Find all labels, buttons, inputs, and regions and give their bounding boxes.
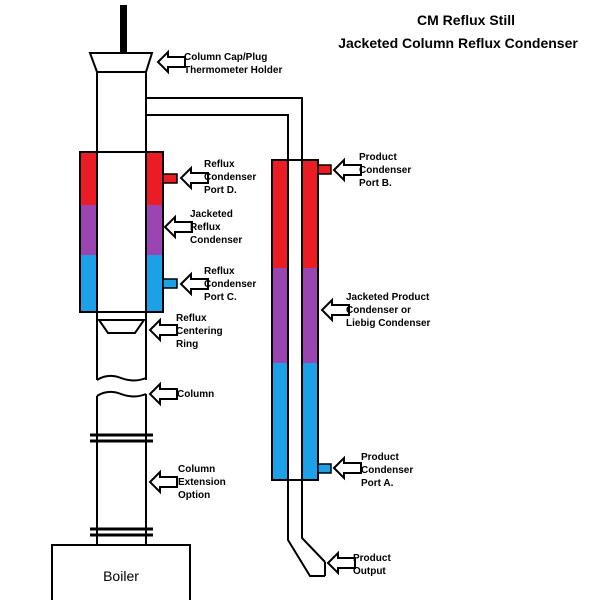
label-liebig-line-3: Liebig Condenser <box>346 318 431 329</box>
reflux-jacket-right-cold <box>146 255 163 312</box>
arrow-cap <box>157 51 186 73</box>
label-jacketed-reflux-line-2: Reflux <box>190 222 221 233</box>
label-port-b-line-3: Port B. <box>359 178 392 189</box>
title-line-2: Jacketed Column Reflux Condenser <box>338 35 578 51</box>
label-port-c: Reflux Condenser Port C. <box>204 266 256 303</box>
label-jacketed-reflux-line-3: Condenser <box>190 235 242 246</box>
label-output-line-2: Output <box>353 566 386 577</box>
label-cap: Column Cap/Plug Thermometer Holder <box>184 52 282 76</box>
label-port-c-line-1: Reflux <box>204 266 235 277</box>
label-centering-ring: Reflux Centering Ring <box>176 313 223 350</box>
label-liebig-line-1: Jacketed Product <box>346 292 430 303</box>
label-output-line-1: Product <box>353 553 391 564</box>
reflux-jacket-outline <box>79 151 164 313</box>
label-centering-ring-line-2: Centering <box>176 326 223 337</box>
arrow-port-a <box>333 457 362 479</box>
arrow-centering-ring <box>149 319 178 341</box>
label-port-b-line-1: Product <box>359 152 397 163</box>
product-condenser <box>271 159 332 481</box>
column-break-top <box>96 374 147 382</box>
thermometer-rod <box>120 5 127 53</box>
label-extension: Column Extension Option <box>178 464 226 501</box>
product-jacket-right-cold <box>302 363 318 480</box>
boiler <box>51 544 191 600</box>
label-liebig-line-2: Condenser or <box>346 305 411 316</box>
product-jacket-left-warm <box>272 268 288 363</box>
label-cap-line-1: Column Cap/Plug <box>184 52 267 63</box>
boiler-label: Boiler <box>103 568 139 584</box>
label-port-a-line-2: Condenser <box>361 465 413 476</box>
reflux-jacket-right-hot <box>146 152 163 205</box>
product-jacket-right-hot <box>302 160 318 268</box>
arrow-port-b <box>333 159 362 181</box>
output-pipe-right <box>301 480 326 563</box>
label-output: Product Output <box>353 553 391 577</box>
label-jacketed-reflux-line-1: Jacketed <box>190 209 233 220</box>
extension-clamp-lower <box>90 527 153 537</box>
label-port-a-line-1: Product <box>361 452 399 463</box>
label-port-d-line-1: Reflux <box>204 159 235 170</box>
label-centering-ring-line-3: Ring <box>176 339 198 350</box>
label-port-d: Reflux Condenser Port D. <box>204 159 256 196</box>
port-a-nozzle <box>317 463 332 474</box>
label-port-b: Product Condenser Port B. <box>359 152 411 189</box>
reflux-jacket-left-warm <box>80 205 97 255</box>
reflux-jacket-left-hot <box>80 152 97 205</box>
label-liebig: Jacketed Product Condenser or Liebig Con… <box>346 292 431 329</box>
label-extension-line-3: Option <box>178 490 210 501</box>
port-c-nozzle <box>162 278 178 289</box>
product-jacket-right-warm <box>302 268 318 363</box>
product-jacket-left-hot <box>272 160 288 268</box>
product-jacket-left-cold <box>272 363 288 480</box>
label-port-c-line-2: Condenser <box>204 279 256 290</box>
arrow-output <box>327 552 356 574</box>
product-jacket-outline <box>271 159 319 481</box>
arrow-column <box>149 383 178 405</box>
label-port-c-line-3: Port C. <box>204 292 237 303</box>
reflux-jacket-left-cold <box>80 255 97 312</box>
extension-clamp-upper <box>90 433 153 443</box>
reflux-jacket-right-warm <box>146 205 163 255</box>
arrow-extension <box>149 471 178 493</box>
label-extension-line-1: Column <box>178 464 215 475</box>
label-cap-line-2: Thermometer Holder <box>184 65 282 76</box>
port-b-nozzle <box>317 164 332 175</box>
column-break-bottom <box>96 390 147 398</box>
vapor-pipe-inner <box>146 114 289 160</box>
label-port-a-line-3: Port A. <box>361 478 394 489</box>
label-centering-ring-line-1: Reflux <box>176 313 207 324</box>
label-extension-line-2: Extension <box>178 477 226 488</box>
label-column-line-1: Column <box>177 389 214 400</box>
reflux-centering-ring <box>97 319 146 334</box>
column-cap <box>88 52 154 73</box>
arrow-liebig <box>321 299 350 321</box>
label-column: Column <box>177 389 214 400</box>
port-d-nozzle <box>162 173 178 184</box>
label-jacketed-reflux: Jacketed Reflux Condenser <box>190 209 242 246</box>
label-port-d-line-3: Port D. <box>204 185 237 196</box>
label-port-d-line-2: Condenser <box>204 172 256 183</box>
reflux-condenser-jacket <box>79 151 178 313</box>
output-pipe-left <box>287 480 325 577</box>
arrow-jacketed-reflux <box>164 216 193 238</box>
label-port-b-line-2: Condenser <box>359 165 411 176</box>
label-port-a: Product Condenser Port A. <box>361 452 413 489</box>
vapor-pipe-outer <box>146 97 303 160</box>
title-line-1: CM Reflux Still <box>417 12 515 28</box>
